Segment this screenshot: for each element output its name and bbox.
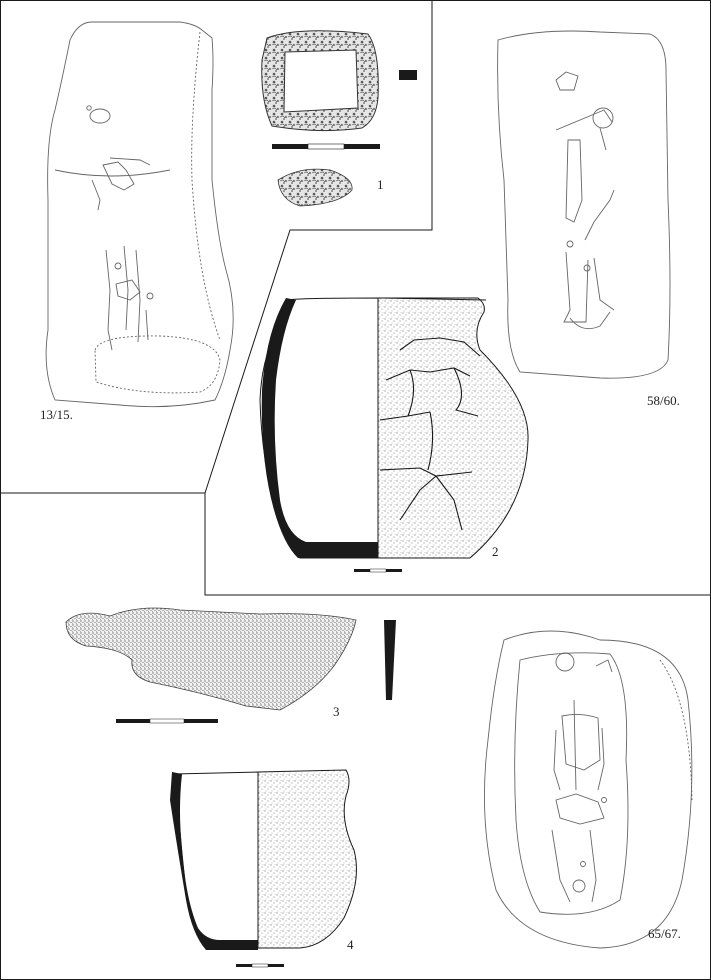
find-4-label: 4	[347, 937, 354, 952]
grave-13-15-drawing	[45, 21, 234, 408]
find-1-label: 1	[377, 177, 384, 192]
grave-58-60-label: 58/60.	[647, 393, 680, 408]
scale-bar-find-3	[116, 718, 218, 724]
grave-65-67-drawing	[483, 630, 693, 949]
find-2-label: 2	[492, 544, 499, 559]
grave-13-15-label: 13/15.	[40, 407, 73, 422]
scale-bar-find-1	[272, 143, 380, 150]
find-3-label: 3	[333, 704, 340, 719]
find-3-fragment	[65, 607, 396, 724]
scale-bar-find-2	[354, 568, 402, 573]
find-4-vessel	[170, 769, 357, 968]
find-1-buckle	[261, 30, 417, 207]
find-2-vessel	[259, 297, 529, 573]
scale-bar-find-4	[236, 963, 284, 968]
grave-58-60-drawing	[497, 30, 671, 379]
grave-65-67-label: 65/67.	[648, 926, 681, 941]
